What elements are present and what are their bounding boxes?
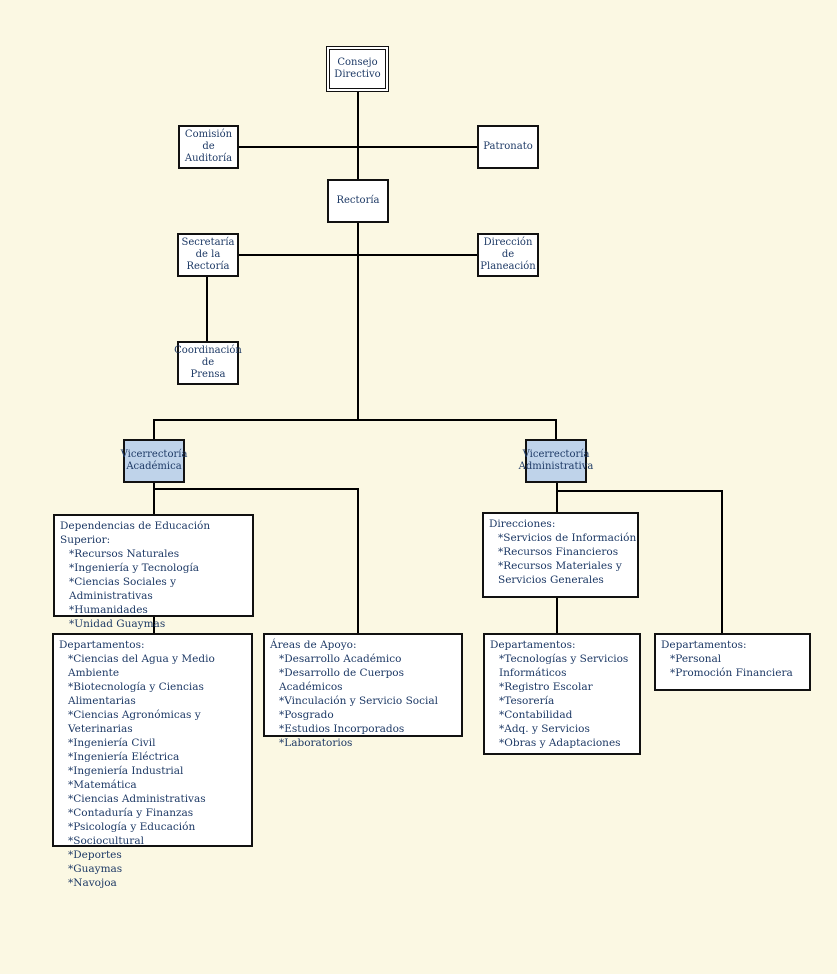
list-direcciones: Direcciones: *Servicios de Información *R… (482, 512, 639, 598)
list-item: *Recursos Naturales (69, 548, 180, 560)
connector-line (238, 146, 478, 148)
node-label: Dirección de Planeación (480, 237, 536, 272)
node-label: Consejo Directivo (334, 57, 381, 80)
list-header: Direcciones: (489, 518, 556, 530)
list-item: *Servicios de Información (498, 532, 637, 544)
connector-line (153, 616, 155, 634)
list-item: *Biotecnología y Ciencias Alimentarias (68, 681, 204, 707)
node-vicerrectoria-administrativa: Vicerrectoría Administrativa (519, 439, 593, 483)
list-item: *Desarrollo de Cuerpos Académicos (279, 667, 405, 693)
node-label: Coordinación de Prensa (174, 345, 242, 380)
connector-line (357, 488, 359, 634)
list-item: *Tecnologías y Servicios Informáticos (499, 653, 629, 679)
list-item: *Recursos Materiales y Servicios General… (498, 560, 622, 586)
list-item: *Promoción Financiera (670, 667, 793, 679)
list-departamentos-servicios: Departamentos: *Tecnologías y Servicios … (483, 633, 641, 755)
list-items: *Servicios de Información *Recursos Finan… (489, 531, 637, 587)
connector-line (556, 482, 558, 513)
list-item: *Recursos Financieros (498, 546, 619, 558)
list-item: *Sociocultural (68, 835, 144, 847)
node-label: Vicerrectoría Administrativa (518, 449, 594, 472)
list-item: *Vinculación y Servicio Social (279, 695, 438, 707)
list-item: *Posgrado (279, 709, 334, 721)
list-item: *Obras y Adaptaciones (499, 737, 621, 749)
list-item: *Psicología y Educación (68, 821, 196, 833)
node-direccion-planeacion: Dirección de Planeación (477, 233, 539, 277)
node-rectoria: Rectoría (327, 179, 389, 223)
list-items: *Recursos Naturales *Ingeniería y Tecnolo… (60, 547, 252, 645)
list-item: *Ciencias Agronómicas y Veterinarias (68, 709, 201, 735)
list-item: *Humanidades (69, 604, 148, 616)
node-secretaria-rectoria: Secretaría de la Rectoría (177, 233, 239, 277)
node-comision-auditoria: Comisión de Auditoría (178, 125, 239, 169)
list-item: *Ingeniería Eléctrica (68, 751, 180, 763)
node-label: Comisión de Auditoría (184, 129, 233, 164)
node-label: Vicerrectoría Académica (120, 449, 188, 472)
node-patronato: Patronato (477, 125, 539, 169)
list-item: *Registro Escolar (499, 681, 593, 693)
list-departamentos-personal: Departamentos: *Personal *Promoción Finan… (654, 633, 811, 691)
list-item: *Guaymas (68, 863, 123, 875)
list-items: *Personal *Promoción Financiera (661, 652, 809, 680)
list-header: Dependencias de Educación Superior: (60, 520, 211, 546)
list-areas-apoyo: Áreas de Apoyo: *Desarrollo Académico*De… (263, 633, 463, 749)
list-item: *Desarrollo Académico (279, 653, 402, 665)
list-items: *Tecnologías y Servicios Informáticos *Re… (490, 652, 639, 750)
list-item: *Estudios Incorporados (279, 723, 405, 735)
connector-line (153, 419, 155, 440)
list-header: Departamentos: (59, 639, 145, 651)
list-item: *Navojoa (68, 877, 117, 889)
list-item: *Ingeniería Industrial (68, 765, 184, 777)
node-consejo-directivo: Consejo Directivo (326, 46, 389, 92)
list-items: *Ciencias del Agua y Medio Ambiente*Biot… (59, 652, 251, 890)
connector-line (556, 490, 723, 492)
list-item: *Laboratorios (279, 737, 353, 749)
list-item: *Ciencias Administrativas (68, 793, 206, 805)
list-item: *Ciencias del Agua y Medio Ambiente (68, 653, 215, 679)
list-item: *Deportes (68, 849, 122, 861)
list-dependencias: Dependencias de Educación Superior: *Rec… (53, 514, 254, 644)
node-label: Secretaría de la Rectoría (181, 237, 235, 272)
list-header: Áreas de Apoyo: (270, 639, 357, 651)
list-departamentos-academicos: Departamentos: *Ciencias del Agua y Medi… (52, 633, 253, 889)
connector-line (555, 419, 557, 440)
list-items: *Desarrollo Académico *Desarrollo de Cuer… (270, 652, 461, 750)
list-item: *Ingeniería Civil (68, 737, 156, 749)
node-label: Patronato (483, 141, 533, 152)
connector-line (556, 597, 558, 634)
connector-line (721, 490, 723, 634)
connector-line (153, 482, 155, 515)
connector-line (206, 275, 208, 342)
node-label: Rectoría (336, 195, 380, 206)
list-item: *Matemática (68, 779, 137, 791)
list-item: *Adq. y Servicios (499, 723, 590, 735)
list-item: *Ingeniería y Tecnología (69, 562, 200, 574)
list-item: *Unidad Guaymas (69, 618, 166, 630)
node-vicerrectoria-academica: Vicerrectoría Académica (120, 439, 188, 483)
list-item: *Contabilidad (499, 709, 573, 721)
connector-line (153, 419, 557, 421)
list-item: *Tesorería (499, 695, 555, 707)
list-header: Departamentos: (490, 639, 576, 651)
list-item: *Contaduría y Finanzas (68, 807, 194, 819)
list-header: Departamentos: (661, 639, 747, 651)
list-item: *Ciencias Sociales y Administrativas (69, 576, 177, 602)
node-coordinacion-prensa: Coordinación de Prensa (174, 341, 242, 385)
list-item: *Personal (670, 653, 722, 665)
connector-line (153, 488, 359, 490)
connector-line (238, 254, 478, 256)
